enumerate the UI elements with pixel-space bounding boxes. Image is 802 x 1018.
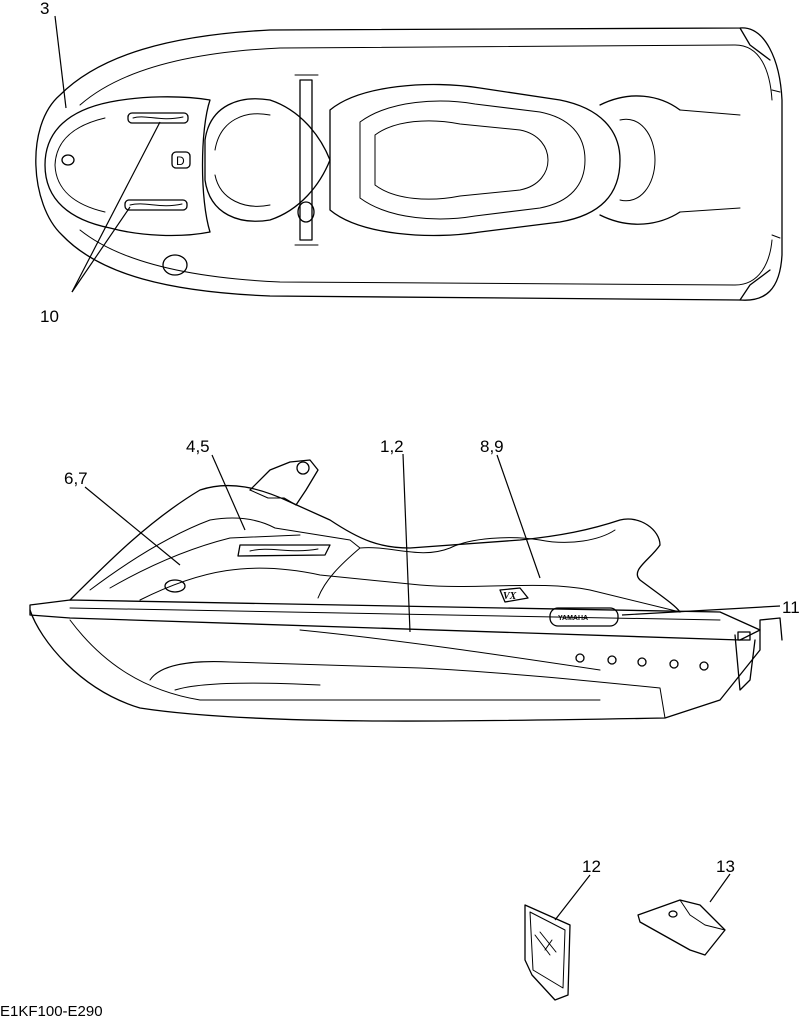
svg-text:D: D bbox=[176, 154, 185, 168]
svg-text:YAMAHA: YAMAHA bbox=[558, 615, 588, 622]
watercraft-top-view: D 3 10 bbox=[35, 0, 783, 326]
svg-text:VX: VX bbox=[503, 591, 517, 602]
diagram-code: E1KF100-E290 bbox=[0, 1003, 103, 1018]
callout-12: 12 bbox=[582, 857, 601, 876]
callout-1-2: 1,2 bbox=[380, 437, 404, 456]
callout-11: 11 bbox=[782, 598, 800, 617]
callout-13: 13 bbox=[716, 857, 735, 876]
watercraft-side-view: VX YAMAHA 4,5 1,2 6,7 8,9 11 bbox=[29, 437, 800, 722]
callout-10: 10 bbox=[40, 307, 59, 326]
callout-3: 3 bbox=[40, 0, 49, 18]
callout-8-9: 8,9 bbox=[480, 437, 504, 456]
decal-card-part: 12 bbox=[524, 857, 601, 1001]
callout-6-7: 6,7 bbox=[64, 469, 88, 488]
pouch-part: 13 bbox=[637, 857, 735, 956]
callout-4-5: 4,5 bbox=[186, 437, 210, 456]
